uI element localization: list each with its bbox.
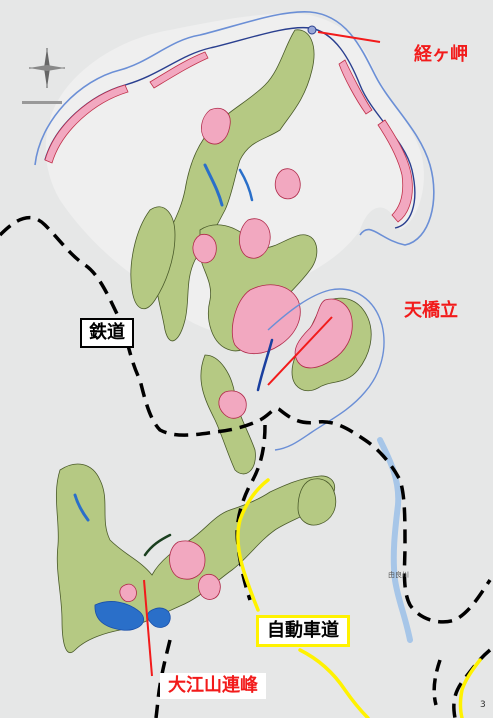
river-mt-oe-1 bbox=[73, 493, 90, 522]
special-zone-mt-oe-2 bbox=[198, 573, 221, 600]
railway-south-2 bbox=[432, 659, 442, 706]
railway-sw bbox=[154, 639, 172, 718]
expressway-line bbox=[236, 478, 270, 612]
amanohashidate-pointer bbox=[267, 316, 333, 386]
cape-marker bbox=[307, 25, 317, 35]
river-north-2 bbox=[238, 168, 254, 202]
coast-zone-nw bbox=[44, 84, 129, 164]
mt-oe-label: 大江山連峰 bbox=[160, 673, 266, 699]
amanohashidate-label: 天橋立 bbox=[404, 300, 458, 321]
scale-bar bbox=[22, 101, 62, 104]
page-number: 3 bbox=[480, 700, 486, 710]
cape-label: 経ヶ岬 bbox=[414, 44, 468, 65]
special-zone-north-1 bbox=[201, 108, 231, 145]
park-area-west-forest bbox=[130, 206, 176, 310]
coast-zone-n bbox=[149, 51, 209, 89]
coast-zone-ne bbox=[338, 59, 373, 115]
coast-zone-e bbox=[377, 119, 413, 223]
cape-pointer bbox=[317, 31, 381, 43]
railway-branch bbox=[235, 424, 267, 601]
expressway-east bbox=[458, 658, 482, 718]
special-zone-isthmus bbox=[218, 390, 247, 419]
river-north-1 bbox=[203, 163, 224, 207]
special-zone-north-2 bbox=[274, 168, 301, 200]
expressway-label: 自動車道 bbox=[256, 615, 350, 647]
yura-river-label: 由良川 bbox=[388, 571, 409, 579]
railway-line bbox=[0, 215, 492, 624]
mt-oe-pointer bbox=[143, 579, 153, 677]
park-area-mt-oe-east bbox=[297, 478, 337, 526]
special-zone-west bbox=[192, 233, 217, 264]
special-zone-bay bbox=[294, 298, 353, 369]
special-zone-hills bbox=[239, 218, 271, 259]
railway-label: 鉄道 bbox=[80, 318, 134, 348]
special-zone-mt-oe-1 bbox=[169, 540, 206, 580]
bay-coastline bbox=[267, 288, 385, 451]
amanohashidate-sandbar bbox=[256, 338, 274, 392]
river-mt-oe-2 bbox=[143, 533, 172, 557]
coastline-outer bbox=[34, 11, 435, 246]
expressway-south bbox=[298, 648, 370, 718]
special-zone-mt-oe-3 bbox=[119, 583, 137, 602]
special-zone-central bbox=[231, 284, 301, 355]
lake-mt-oe-1 bbox=[94, 601, 145, 631]
compass-rose-icon bbox=[29, 48, 65, 88]
